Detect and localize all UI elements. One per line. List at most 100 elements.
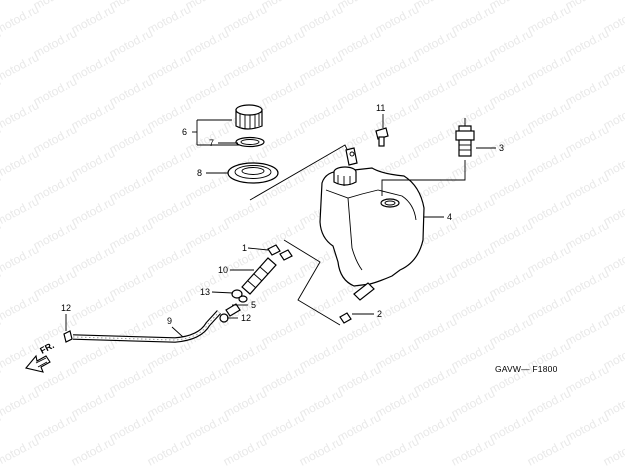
watermark-text: motod.ru	[183, 362, 231, 397]
watermark-text: motod.ru	[183, 26, 231, 61]
watermark-text: motod.ru	[69, 242, 117, 277]
callout-10: 10	[218, 265, 228, 275]
callout-5: 5	[251, 300, 256, 310]
watermark-text: motod.ru	[563, 266, 611, 301]
watermark-text: motod.ru	[0, 2, 41, 37]
callout-8: 8	[197, 168, 202, 178]
watermark-text: motod.ru	[563, 74, 611, 109]
watermark-text: motod.ru	[145, 146, 193, 181]
watermark-text: motod.ru	[107, 122, 155, 157]
watermark-text: motod.ru	[145, 194, 193, 229]
watermark-text: motod.ru	[449, 386, 497, 421]
watermark-text: motod.ru	[107, 74, 155, 109]
watermark-text: motod.ru	[221, 338, 269, 373]
watermark-text: motod.ru	[259, 74, 307, 109]
watermark-text: motod.ru	[411, 314, 459, 349]
watermark-text: motod.ru	[31, 266, 79, 301]
watermark-text: motod.ru	[525, 290, 573, 325]
watermark-text: motod.ru	[297, 434, 345, 468]
fuel-strainer[interactable]	[241, 257, 277, 295]
watermark-text: motod.ru	[335, 362, 383, 397]
leader-lines	[65, 114, 496, 338]
watermark-text: motod.ru	[259, 26, 307, 61]
watermark-text: motod.ru	[449, 98, 497, 133]
watermark-text: motod.ru	[69, 2, 117, 37]
watermark-text: motod.ru	[487, 74, 535, 109]
watermark-text: motod.ru	[0, 434, 41, 468]
watermark-text: motod.ru	[525, 146, 573, 181]
watermark-text: motod.ru	[69, 338, 117, 373]
watermark-text: motod.ru	[69, 386, 117, 421]
watermark-text: motod.ru	[335, 410, 383, 445]
watermark-text: motod.ru	[487, 218, 535, 253]
watermark-text: motod.ru	[221, 2, 269, 37]
watermark-text: motod.ru	[449, 338, 497, 373]
watermark-text: motod.ru	[259, 410, 307, 445]
callout-4: 4	[447, 212, 452, 222]
callout-7: 7	[209, 138, 214, 148]
cap-packing[interactable]	[235, 136, 265, 148]
watermark-text: motod.ru	[411, 410, 459, 445]
watermark-text: motod.ru	[0, 242, 41, 277]
watermark-text: motod.ru	[183, 218, 231, 253]
watermark-text: motod.ru	[487, 122, 535, 157]
fuel-cap[interactable]	[235, 104, 263, 130]
watermark-text: motod.ru	[525, 2, 573, 37]
watermark-text: motod.ru	[259, 218, 307, 253]
watermark-text: motod.ru	[31, 170, 79, 205]
watermark-text: motod.ru	[31, 26, 79, 61]
fuel-tube[interactable]	[72, 310, 222, 343]
watermark-text: motod.ru	[411, 26, 459, 61]
watermark-text: motod.ru	[107, 410, 155, 445]
watermark-text: motod.ru	[525, 98, 573, 133]
watermark-text: motod.ru	[0, 146, 41, 181]
watermark-text: motod.ru	[373, 386, 421, 421]
fuel-joint[interactable]	[231, 289, 248, 303]
watermark-text: motod.ru	[69, 434, 117, 468]
watermark-text: motod.ru	[487, 26, 535, 61]
watermark-text: motod.ru	[411, 74, 459, 109]
watermark-text: motod.ru	[0, 50, 41, 85]
tube-clip[interactable]	[339, 312, 352, 324]
cap-seal[interactable]	[227, 162, 279, 184]
watermark-text: motod.ru	[221, 194, 269, 229]
callout-12a: 12	[61, 303, 71, 313]
watermark-text: motod.ru	[563, 26, 611, 61]
watermark-text: motod.ru	[411, 122, 459, 157]
fuel-tank[interactable]	[319, 147, 425, 301]
watermark-text: motod.ru	[449, 242, 497, 277]
watermark-text: motod.ru	[563, 362, 611, 397]
watermark-text: motod.ru	[411, 362, 459, 397]
callout-3: 3	[499, 143, 504, 153]
watermark-text: motod.ru	[297, 386, 345, 421]
watermark-text: motod.ru	[0, 194, 41, 229]
hose-clip[interactable]	[267, 244, 293, 261]
watermark-text: motod.ru	[525, 242, 573, 277]
fuel-unit[interactable]	[455, 118, 475, 157]
fuel-unit-leader	[381, 160, 466, 196]
watermark-text: motod.ru	[373, 50, 421, 85]
tube-end-clip[interactable]	[63, 330, 73, 343]
bolt[interactable]	[375, 127, 389, 147]
watermark-text: motod.ru	[69, 194, 117, 229]
watermark-text: motod.ru	[487, 266, 535, 301]
watermark-text: motod.ru	[297, 290, 345, 325]
watermark-text: motod.ru	[487, 314, 535, 349]
watermark-text: motod.ru	[297, 98, 345, 133]
watermark-text: motod.ru	[183, 74, 231, 109]
watermark-text: motod.ru	[449, 146, 497, 181]
watermark-text: motod.ru	[563, 410, 611, 445]
watermark-text: motod.ru	[373, 434, 421, 468]
watermark-text: motod.ru	[297, 338, 345, 373]
watermark-text: motod.ru	[107, 170, 155, 205]
watermark-text: motod.ru	[0, 290, 41, 325]
watermark-text: motod.ru	[145, 338, 193, 373]
watermark-text: motod.ru	[221, 386, 269, 421]
watermark-text: motod.ru	[0, 0, 3, 13]
watermark-text: motod.ru	[449, 434, 497, 468]
tube-joint[interactable]	[219, 303, 241, 323]
watermark-text: motod.ru	[107, 266, 155, 301]
front-arrow-icon	[25, 354, 51, 373]
